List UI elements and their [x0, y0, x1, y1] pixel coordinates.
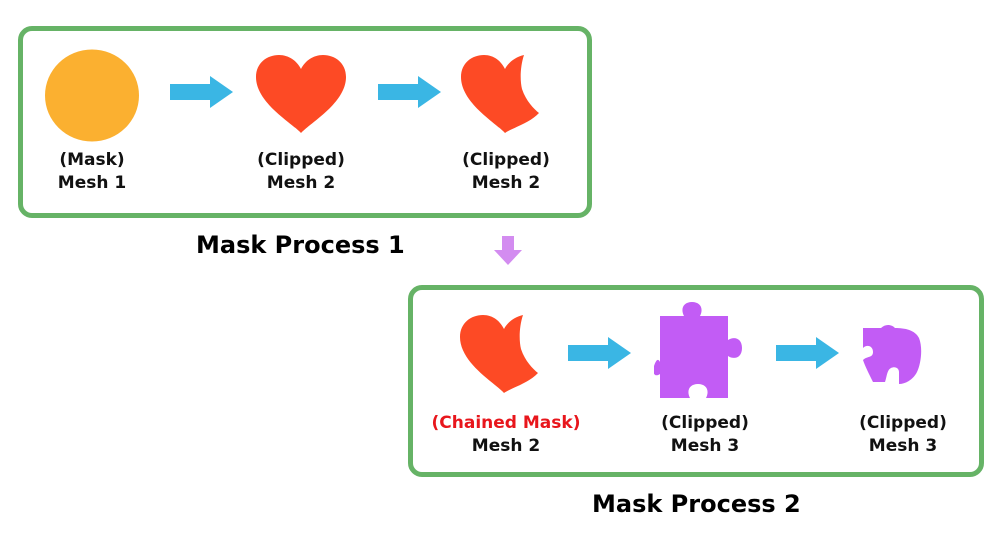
mesh-3-label: (Clipped) Mesh 3 [615, 412, 795, 458]
step-arrow-icon [378, 76, 441, 108]
mesh-3-puzzle-piece-icon [654, 302, 742, 398]
item-name-text: Mesh 2 [471, 436, 541, 456]
chain-down-arrow-icon [494, 236, 522, 265]
chained-mask-clipped-heart-icon [460, 315, 538, 393]
step-arrow-icon [170, 76, 233, 108]
mesh-3-clipped-puzzle-piece-icon [863, 325, 922, 384]
chained-mask-label: (Chained Mask) Mesh 2 [416, 412, 596, 458]
item-role-text: (Clipped) [462, 150, 550, 170]
item-role-text: (Clipped) [859, 413, 947, 433]
step-arrow-icon [568, 337, 631, 369]
step-arrow-icon [776, 337, 839, 369]
mesh-1-label: (Mask) Mesh 1 [2, 149, 182, 195]
mask-process-2-caption: Mask Process 2 [592, 490, 801, 518]
item-role-text: (Clipped) [661, 413, 749, 433]
item-name-text: Mesh 3 [868, 436, 938, 456]
mesh-1-circle-icon [45, 49, 139, 142]
mesh-2-clipped-heart-icon [461, 55, 539, 133]
mesh-2-label: (Clipped) Mesh 2 [211, 149, 391, 195]
mesh-3-clipped-label: (Clipped) Mesh 3 [813, 412, 993, 458]
item-role-text: (Chained Mask) [431, 413, 581, 433]
mesh-2-clipped-label: (Clipped) Mesh 2 [416, 149, 596, 195]
mask-process-1-caption: Mask Process 1 [196, 231, 405, 259]
item-role-text: (Mask) [59, 150, 125, 170]
item-role-text: (Clipped) [257, 150, 345, 170]
mesh-2-heart-icon [256, 55, 346, 133]
item-name-text: Mesh 2 [266, 173, 336, 193]
item-name-text: Mesh 3 [670, 436, 740, 456]
item-name-text: Mesh 1 [57, 173, 127, 193]
item-name-text: Mesh 2 [471, 173, 541, 193]
